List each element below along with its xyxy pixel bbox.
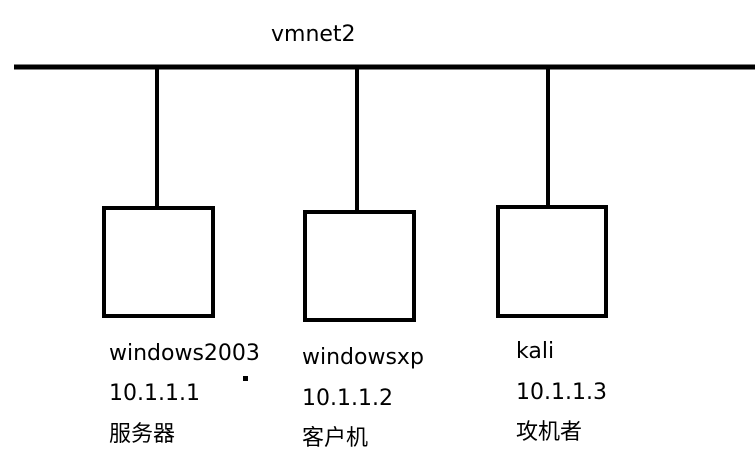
- network-label: vmnet2: [271, 22, 356, 47]
- host-box-kali: [496, 205, 608, 318]
- stray-dot: [243, 376, 248, 381]
- host-name-windows2003: windows2003: [109, 341, 260, 366]
- host-role-windows2003: 服务器: [109, 422, 176, 447]
- host-ip-kali: 10.1.1.3: [516, 380, 607, 405]
- host-role-windowsxp: 客户机: [302, 426, 369, 451]
- host-box-windows2003: [102, 206, 215, 318]
- host-ip-windows2003: 10.1.1.1: [109, 381, 200, 406]
- host-box-windowsxp: [303, 210, 416, 322]
- host-role-kali: 攻机者: [516, 420, 583, 445]
- host-ip-windowsxp: 10.1.1.2: [302, 386, 393, 411]
- host-name-kali: kali: [516, 339, 555, 364]
- host-name-windowsxp: windowsxp: [302, 345, 424, 370]
